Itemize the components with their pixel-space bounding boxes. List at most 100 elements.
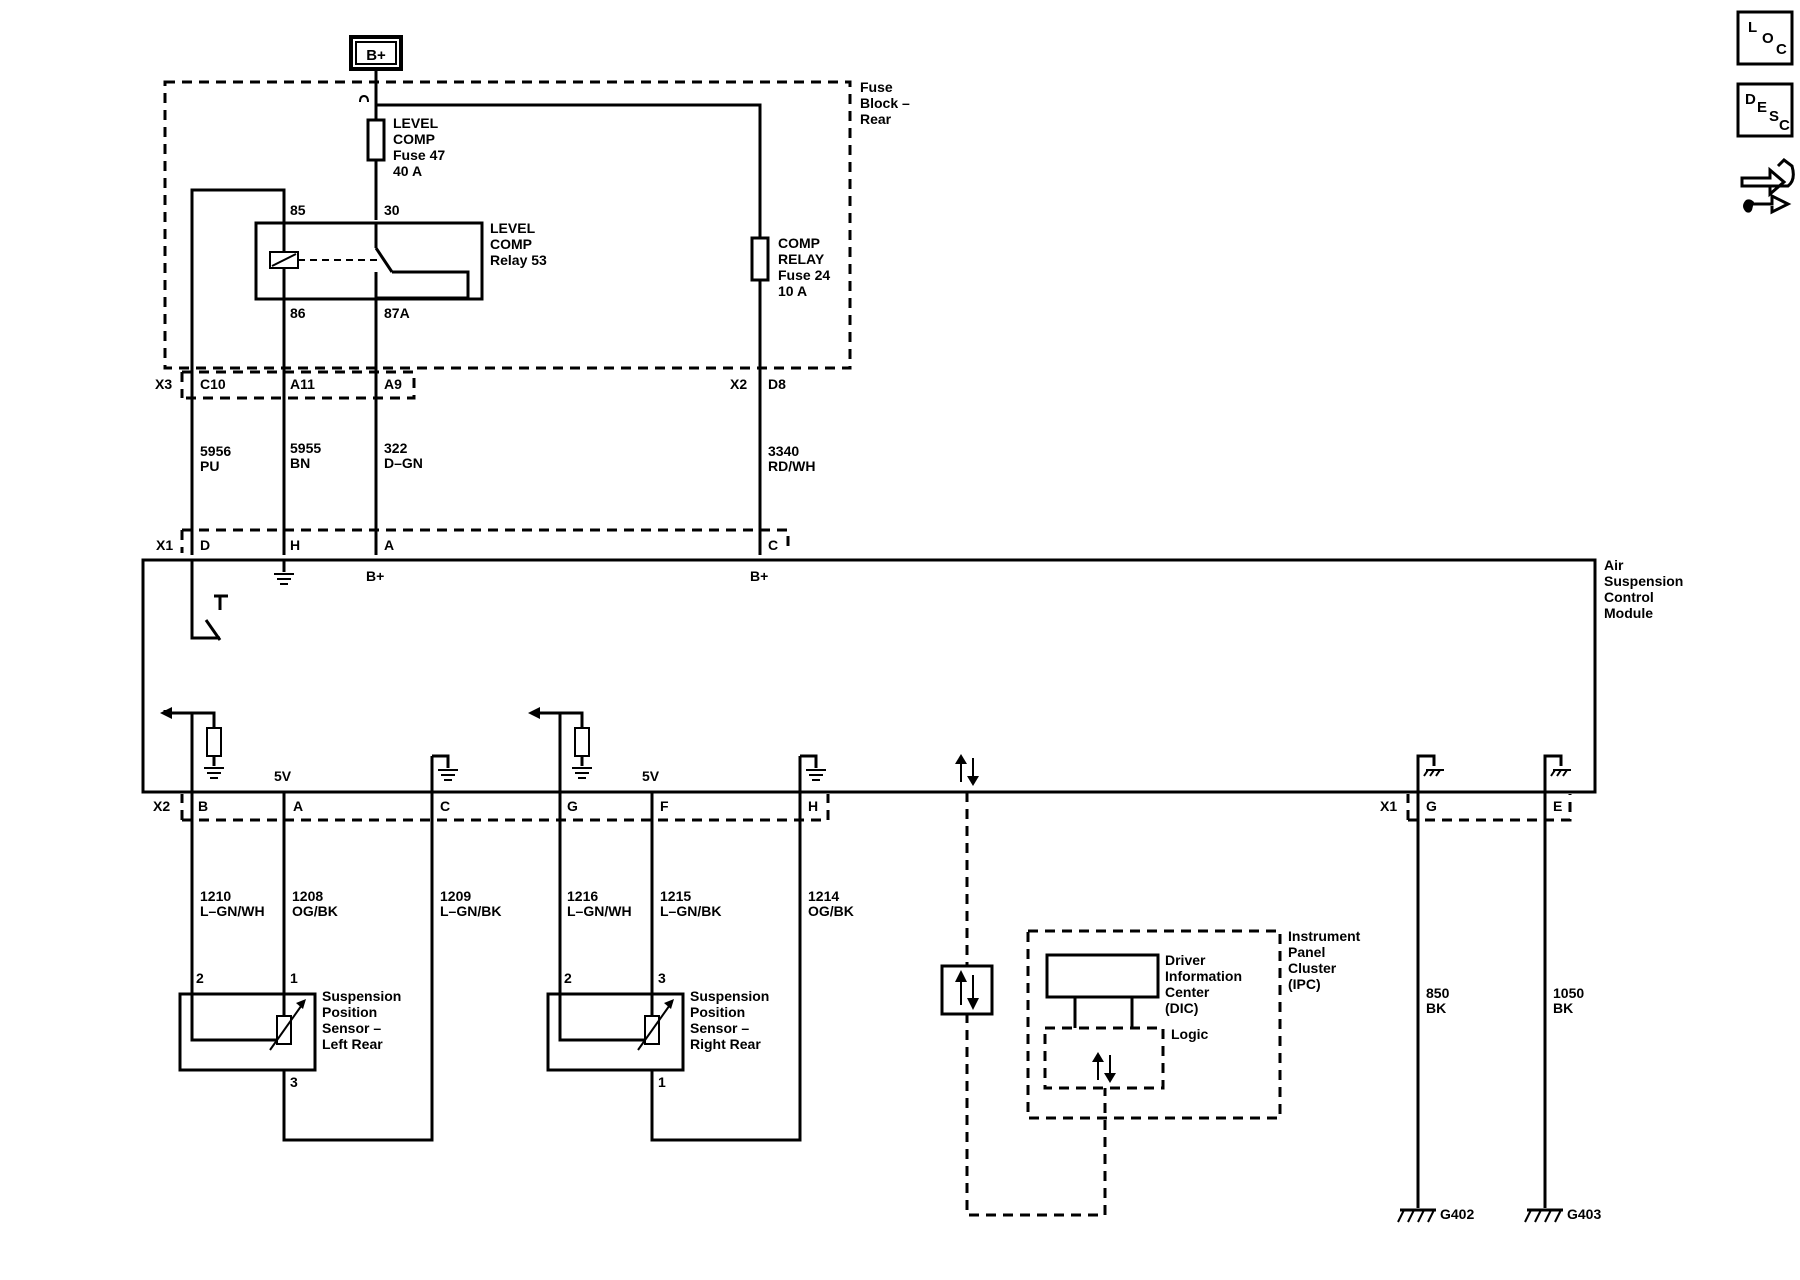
connector-x1-bottom-label: X1 [1380, 798, 1397, 814]
pin-f-bottom: F [660, 798, 669, 814]
relay-label-2: COMP [490, 236, 532, 252]
relay-pin-85: 85 [290, 202, 306, 218]
left-sensor-pin-2: 2 [196, 970, 204, 986]
pin-d: D [200, 537, 210, 553]
fuse47-label-2: COMP [393, 131, 435, 147]
wire-5956-color: PU [200, 458, 219, 474]
right-sensor-label-2: Position [690, 1004, 745, 1020]
left-sensor-label-3: Sensor – [322, 1020, 381, 1036]
serial-data-icon-line [940, 964, 994, 1016]
wire-1209-num: 1209 [440, 888, 471, 904]
wire-1216-color: L–GN/WH [567, 903, 632, 919]
wire-322-color: D–GN [384, 455, 423, 471]
ipc-label-2: Panel [1288, 944, 1325, 960]
wire-1208-num: 1208 [292, 888, 323, 904]
right-sensor-label-1: Suspension [690, 988, 769, 1004]
connector-x2-bottom-label: X2 [153, 798, 170, 814]
pin-a-bottom: A [293, 798, 303, 814]
wire-850-num: 850 [1426, 985, 1450, 1001]
fuse47-label-4: 40 A [393, 163, 422, 179]
fuse24-label-3: Fuse 24 [778, 267, 830, 283]
module-label-4: Module [1604, 605, 1653, 621]
module-label-2: Suspension [1604, 573, 1683, 589]
fuse24-label-2: RELAY [778, 251, 825, 267]
right-sensor-pin-1: 1 [658, 1074, 666, 1090]
bottom-wire-labels: 1210 L–GN/WH 1208 OG/BK 1209 L–GN/BK 121… [200, 888, 1584, 1016]
pin-c: C [768, 537, 778, 553]
fuse47-label-3: Fuse 47 [393, 147, 445, 163]
fuse47-label-1: LEVEL [393, 115, 439, 131]
chassis-ground-g [1416, 754, 1444, 792]
wire-1214-color: OG/BK [808, 903, 854, 919]
pin-c10: C10 [200, 376, 226, 392]
service-tools-icon[interactable] [1740, 158, 1795, 215]
connector-x2-bottom: X2 B A C G F H [153, 794, 830, 822]
pin-a: A [384, 537, 394, 553]
loc-letter-c: C [1776, 41, 1787, 58]
wire-1050-num: 1050 [1553, 985, 1584, 1001]
relay-label-1: LEVEL [490, 220, 536, 236]
wire-1208-color: OG/BK [292, 903, 338, 919]
air-suspension-control-module: Air Suspension Control Module B+ B+ 5V 5… [141, 557, 1683, 794]
instrument-panel-cluster: Instrument Panel Cluster (IPC) Driver In… [1026, 928, 1361, 1120]
top-wire-labels: 5956 PU 5955 BN 322 D–GN 3340 RD/WH [200, 440, 815, 474]
desc-letter-e: E [1757, 99, 1767, 116]
supply-label: B+ [366, 47, 386, 64]
serial-data-icon-module [955, 754, 979, 786]
dic-label-4: (DIC) [1165, 1000, 1198, 1016]
wire-1214-num: 1214 [808, 888, 839, 904]
suspension-position-sensor-left-rear: 2 1 3 Suspension Position Sensor – Left … [178, 970, 401, 1090]
wire-1210-color: L–GN/WH [200, 903, 265, 919]
fuse-block-label-1: Fuse [860, 79, 893, 95]
module-sensor-circuit-right [528, 707, 826, 792]
pin-a11: A11 [290, 376, 315, 392]
left-sensor-label-2: Position [322, 1004, 377, 1020]
wire-1210-num: 1210 [200, 888, 231, 904]
pin-c-bottom: C [440, 798, 450, 814]
wire-1215-num: 1215 [660, 888, 691, 904]
loc-letter-l: L [1748, 19, 1757, 36]
module-label-3: Control [1604, 589, 1654, 605]
wire-1050-color: BK [1553, 1000, 1573, 1016]
chassis-ground-e [1543, 754, 1571, 792]
pin-b-bottom: B [198, 798, 208, 814]
right-sensor-label-3: Sensor – [690, 1020, 749, 1036]
fuse24-label-4: 10 A [778, 283, 807, 299]
fuse24-label-1: COMP [778, 235, 820, 251]
left-sensor-pin-3: 3 [290, 1074, 298, 1090]
relay-pin-87a: 87A [384, 305, 410, 321]
desc-letter-s: S [1769, 108, 1779, 125]
description-icon[interactable]: D E S C [1736, 82, 1794, 138]
pin-g-bottom: G [567, 798, 578, 814]
ground-g402: G402 [1397, 1206, 1474, 1223]
wire-5956-num: 5956 [200, 443, 231, 459]
dic-label-2: Information [1165, 968, 1242, 984]
module-bplus-a: B+ [366, 568, 384, 584]
connector-x2-top: X2 [730, 376, 747, 392]
ipc-label-3: Cluster [1288, 960, 1337, 976]
module-sensor-circuit-left [160, 707, 458, 792]
ground-g403-label: G403 [1567, 1206, 1601, 1222]
location-icon[interactable]: L O C [1736, 10, 1794, 66]
wire-322-num: 322 [384, 440, 408, 456]
connector-x3: X3 [155, 376, 172, 392]
pin-h: H [290, 537, 300, 553]
relay-pin-30: 30 [384, 202, 400, 218]
battery-supply: B+ [349, 35, 403, 71]
right-sensor-pin-2: 2 [564, 970, 572, 986]
connector-x1-top: X1 D H A C [156, 528, 790, 553]
pin-g2-bottom: G [1426, 798, 1437, 814]
suspension-position-sensor-right-rear: 2 3 1 Suspension Position Sensor – Right… [546, 970, 769, 1090]
connector-x3-x2-top: X3 C10 A11 A9 X2 D8 [155, 370, 786, 400]
wire-5955-num: 5955 [290, 440, 321, 456]
ground-symbol-h [274, 560, 294, 585]
relay-53: 85 30 86 87A LEVEL COMP Relay 53 [254, 202, 547, 321]
pin-d8: D8 [768, 376, 786, 392]
pin-a9: A9 [384, 376, 402, 392]
left-sensor-label-1: Suspension [322, 988, 401, 1004]
ipc-label-1: Instrument [1288, 928, 1361, 944]
wire-1215-color: L–GN/BK [660, 903, 721, 919]
desc-letter-c: C [1779, 117, 1790, 134]
wire-3340-color: RD/WH [768, 458, 815, 474]
